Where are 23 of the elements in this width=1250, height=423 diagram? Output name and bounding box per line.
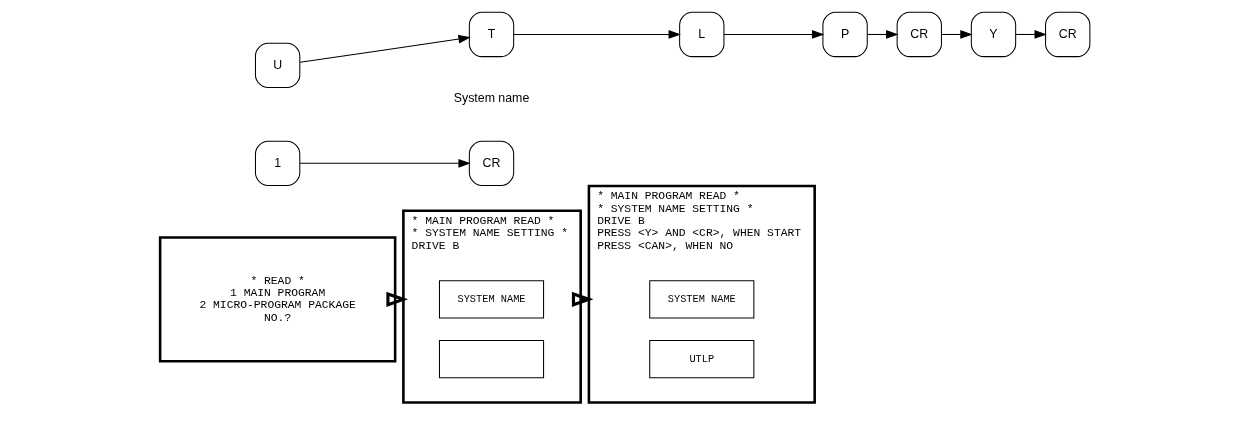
node-box <box>438 340 545 379</box>
label: System name <box>453 90 530 105</box>
arrow <box>513 30 681 39</box>
arrow <box>299 34 471 63</box>
node-box: SYSTEM NAME <box>649 280 755 319</box>
node-box: SYSTEM NAME <box>438 280 545 319</box>
node-box: CR <box>896 11 942 58</box>
arrow <box>571 291 594 307</box>
arrow <box>866 30 899 39</box>
node-box: Y <box>970 11 1017 58</box>
arrow <box>941 30 973 39</box>
node-box: L <box>679 11 725 58</box>
node-box: P <box>822 11 868 58</box>
node-box: UTLP <box>649 340 755 379</box>
node-box: CR <box>468 140 515 186</box>
node-box: 1 <box>254 140 301 186</box>
node-box: T <box>468 11 515 58</box>
arrow <box>1015 30 1047 39</box>
node-box: U <box>254 42 301 89</box>
node-box: CR <box>1045 11 1091 58</box>
arrow <box>386 291 409 307</box>
arrow <box>299 158 471 168</box>
arrow <box>723 30 825 39</box>
